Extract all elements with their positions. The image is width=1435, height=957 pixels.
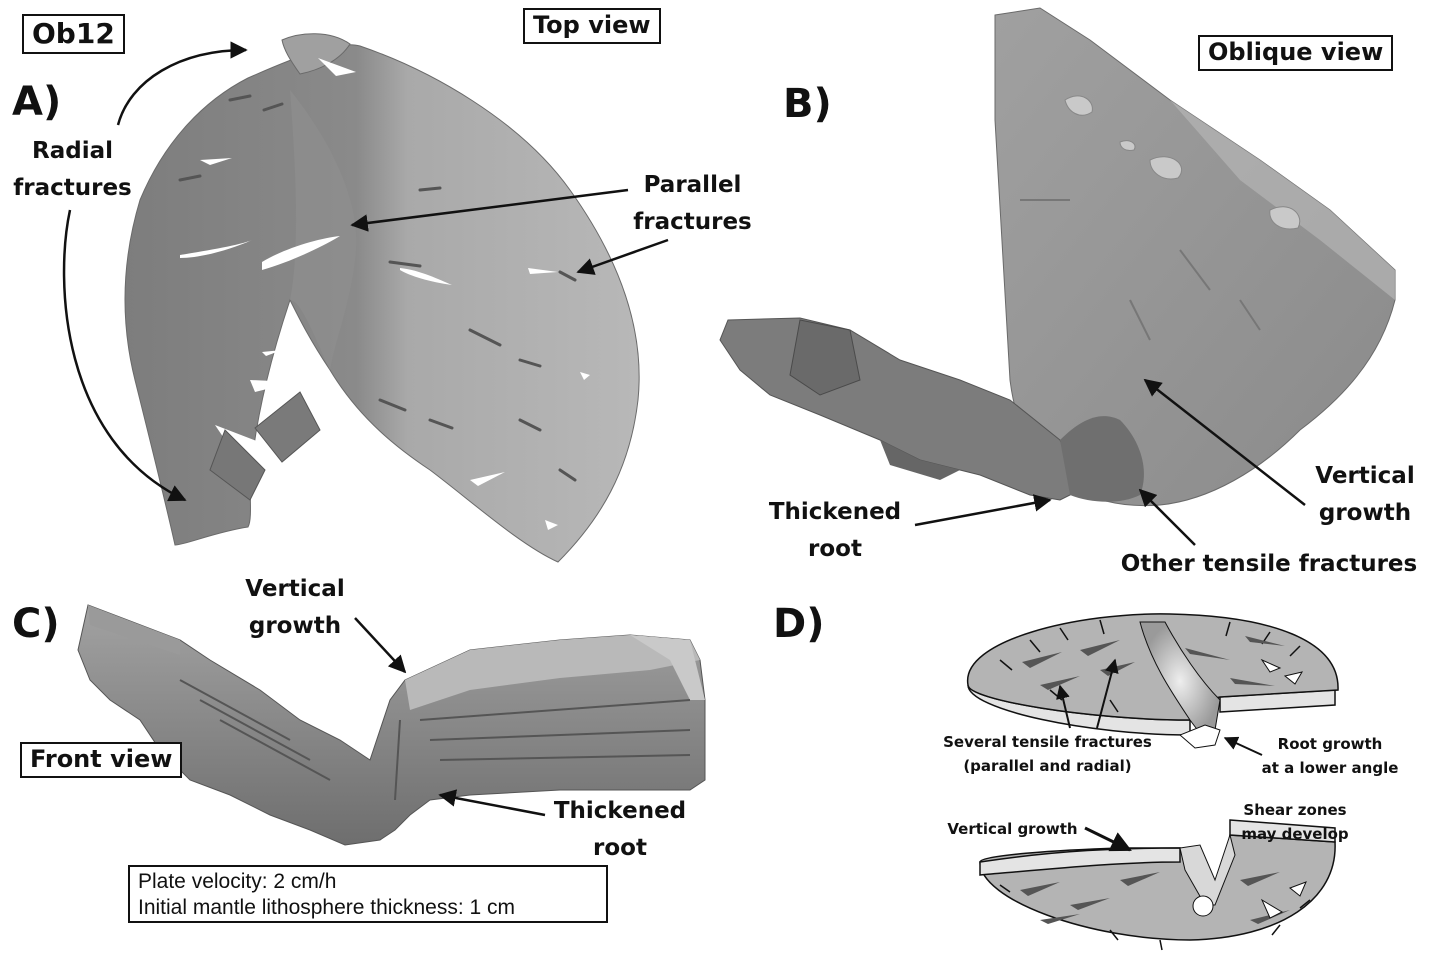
label-c-thickened-line1: Thickened [545, 793, 695, 830]
panel-c-view: Front view [30, 745, 172, 773]
label-b-vertical-line1: Vertical [1300, 458, 1430, 495]
label-c-vertical-growth: Vertical growth [225, 571, 365, 645]
panel-b-letter: B) [783, 84, 832, 124]
label-d-shear-line1: Shear zones [1230, 798, 1360, 822]
label-b-vertical-growth: Vertical growth [1300, 458, 1430, 532]
label-radial-line2: fractures [0, 170, 145, 207]
panel-c-view-box: Front view [20, 742, 182, 778]
panel-d-schematic-top [968, 614, 1338, 748]
label-d-several-line2: (parallel and radial) [935, 754, 1160, 778]
panel-a-view: Top view [533, 11, 651, 39]
sample-id-box: Ob12 [22, 14, 125, 54]
label-parallel-line1: Parallel [620, 167, 765, 204]
label-b-vertical-line2: growth [1300, 495, 1430, 532]
label-d-root-growth: Root growth at a lower angle [1250, 732, 1410, 780]
arrow-c-thickened [440, 795, 545, 815]
label-b-thickened-line1: Thickened [760, 494, 910, 531]
label-b-other-fractures: Other tensile fractures [1110, 546, 1428, 583]
label-d-shear-zones: Shear zones may develop [1230, 798, 1360, 846]
label-b-thickened-root: Thickened root [760, 494, 910, 568]
arrow-b-thickened [915, 500, 1050, 525]
label-c-vertical-line2: growth [225, 608, 365, 645]
panel-a-model [125, 34, 639, 562]
label-d-root-line1: Root growth [1250, 732, 1410, 756]
label-d-several-line1: Several tensile fractures [935, 730, 1160, 754]
panel-d-letter: D) [773, 604, 824, 644]
label-c-thickened-line2: root [545, 830, 695, 867]
label-d-vertical-growth: Vertical growth [940, 817, 1085, 841]
label-d-shear-line2: may develop [1230, 822, 1360, 846]
label-radial-fractures: Radial fractures [0, 133, 145, 207]
label-c-vertical-line1: Vertical [225, 571, 365, 608]
panel-c-letter: C) [12, 604, 60, 644]
panel-a-view-box: Top view [523, 8, 661, 44]
parameters-box: Plate velocity: 2 cm/h Initial mantle li… [128, 865, 608, 923]
label-c-thickened-root: Thickened root [545, 793, 695, 867]
panel-b-view-box: Oblique view [1198, 35, 1393, 71]
label-parallel-line2: fractures [620, 204, 765, 241]
label-radial-line1: Radial [0, 133, 145, 170]
label-d-several-fractures: Several tensile fractures (parallel and … [935, 730, 1160, 778]
parameter-mantle-thickness: Initial mantle lithosphere thickness: 1 … [138, 895, 598, 921]
label-d-root-line2: at a lower angle [1250, 756, 1410, 780]
label-b-thickened-line2: root [760, 531, 910, 568]
arrow-d-vertical [1085, 828, 1130, 850]
parameter-plate-velocity: Plate velocity: 2 cm/h [138, 869, 598, 895]
panel-b-view: Oblique view [1208, 38, 1383, 66]
panel-a-letter: A) [12, 82, 61, 122]
sample-id: Ob12 [32, 17, 115, 50]
label-parallel-fractures: Parallel fractures [620, 167, 765, 241]
